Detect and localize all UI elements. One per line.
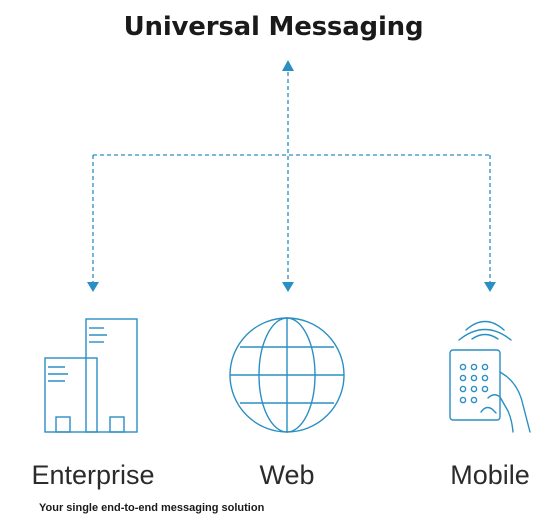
arrow-down-mobile-icon — [484, 282, 496, 292]
arrow-up-icon — [282, 60, 294, 71]
connector-lines — [92, 72, 491, 282]
node-label-mobile: Mobile — [450, 460, 530, 490]
globe-icon — [229, 317, 345, 433]
building-icon — [44, 318, 138, 433]
diagram-title: Universal Messaging — [123, 12, 424, 42]
node-label-web: Web — [259, 460, 315, 490]
mobile-remote-icon — [449, 320, 531, 433]
arrow-down-enterprise-icon — [87, 282, 99, 292]
arrow-down-web-icon — [282, 282, 294, 292]
node-label-enterprise: Enterprise — [31, 460, 155, 490]
diagram-caption: Your single end-to-end messaging solutio… — [39, 502, 265, 514]
